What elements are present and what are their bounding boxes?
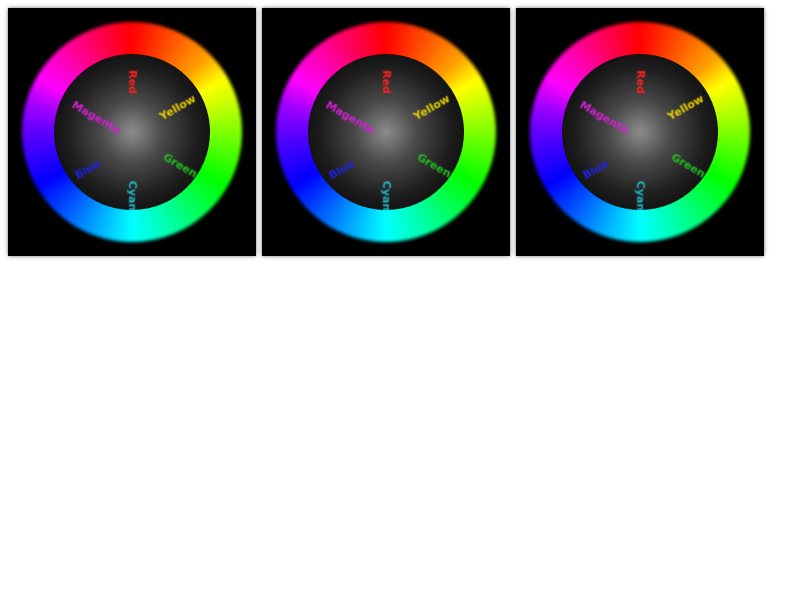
wheel-labels: Red Yellow Green Cyan Blue Magenta: [578, 70, 708, 212]
label-magenta: Magenta: [578, 98, 631, 136]
label-green: Green: [415, 151, 454, 181]
label-magenta: Magenta: [324, 98, 377, 136]
color-wheel-panel-1: Red Yellow Green Cyan Blue Magenta: [8, 8, 256, 256]
wheel-labels: Red Yellow Green Cyan Blue Magenta: [70, 70, 200, 212]
label-blue: Blue: [581, 157, 611, 182]
inner-disc: [308, 54, 464, 210]
label-blue: Blue: [73, 157, 103, 182]
label-cyan: Cyan: [126, 181, 139, 212]
label-yellow: Yellow: [156, 92, 198, 124]
label-green: Green: [161, 151, 200, 181]
label-magenta: Magenta: [70, 98, 123, 136]
color-wheel-panel-2: Red Yellow Green Cyan Blue Magenta: [262, 8, 510, 256]
label-blue: Blue: [327, 157, 357, 182]
label-yellow: Yellow: [664, 92, 706, 124]
label-yellow: Yellow: [410, 92, 452, 124]
inner-disc: [54, 54, 210, 210]
label-red: Red: [380, 70, 393, 94]
inner-disc: [562, 54, 718, 210]
label-green: Green: [669, 151, 708, 181]
label-red: Red: [634, 70, 647, 94]
label-cyan: Cyan: [380, 181, 393, 212]
label-cyan: Cyan: [634, 181, 647, 212]
color-wheel-panel-3: Red Yellow Green Cyan Blue Magenta: [516, 8, 764, 256]
label-red: Red: [126, 70, 139, 94]
wheel-labels: Red Yellow Green Cyan Blue Magenta: [324, 70, 454, 212]
